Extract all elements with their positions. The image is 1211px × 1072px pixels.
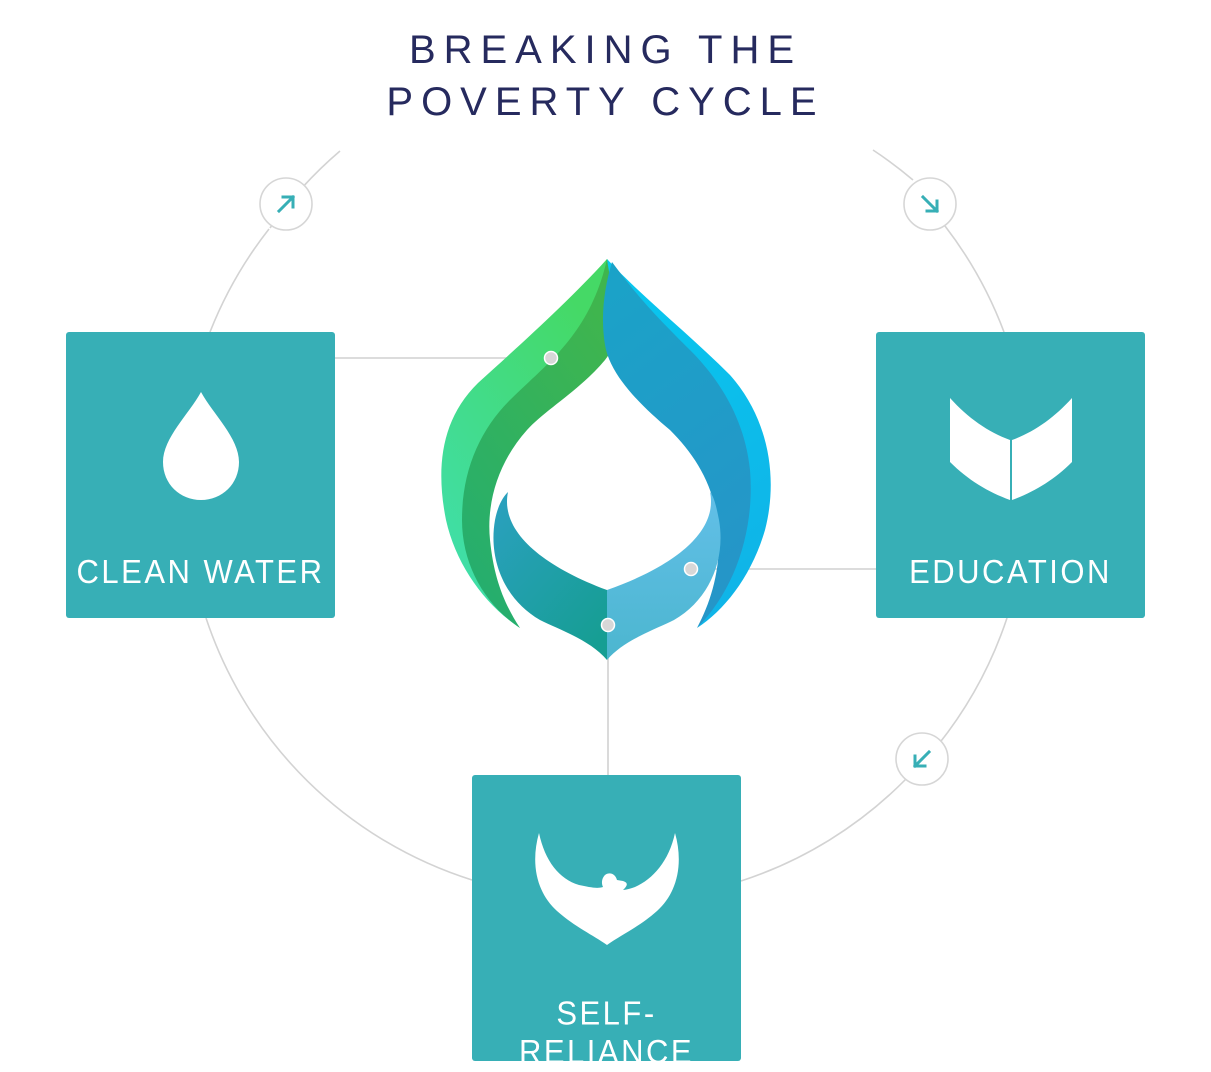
logo-bowl-left [493,492,607,660]
cycle-ring [205,149,1008,882]
card-label-self-reliance: SELF-RELIANCE [518,994,695,1071]
cycle-arc-right-lower [937,617,1008,746]
eagle-icon [534,833,679,945]
card-label-education: EDUCATION [909,552,1112,591]
cycle-arc-left-lower [205,617,473,881]
open-book-icon [949,398,1072,500]
cycle-arc-bottom-right [740,778,907,882]
logo-bowl-right [607,492,721,660]
card-self-reliance: SELF-RELIANCE [472,775,741,1071]
logo-dot-water [543,350,559,366]
arrow-up-right-icon [259,177,313,231]
connector-lines [335,357,876,775]
logo-dot-self-reliance [600,617,616,633]
card-label-clean-water: CLEAN WATER [76,552,325,591]
logo-left-inner-leaf [462,259,624,628]
cycle-arc-right-upper [944,225,1005,333]
cycle-arc-top-right [872,149,914,181]
water-drop-icon [162,392,239,500]
title-line-1: BREAKING THE [408,28,803,72]
diagram-title: BREAKING THE POVERTY CYCLE [0,24,1211,128]
logo-right-inner-leaf [602,262,751,628]
arrow-down-left-icon [895,732,949,786]
logo-dot-education [683,561,699,577]
title-line-2: POVERTY CYCLE [386,80,825,124]
arrow-down-right-icon [903,177,957,231]
cycle-arc-left-upper [209,228,270,333]
card-education: EDUCATION [876,332,1145,618]
leaf-drop-logo [441,259,771,660]
card-clean-water: CLEAN WATER [66,332,335,618]
